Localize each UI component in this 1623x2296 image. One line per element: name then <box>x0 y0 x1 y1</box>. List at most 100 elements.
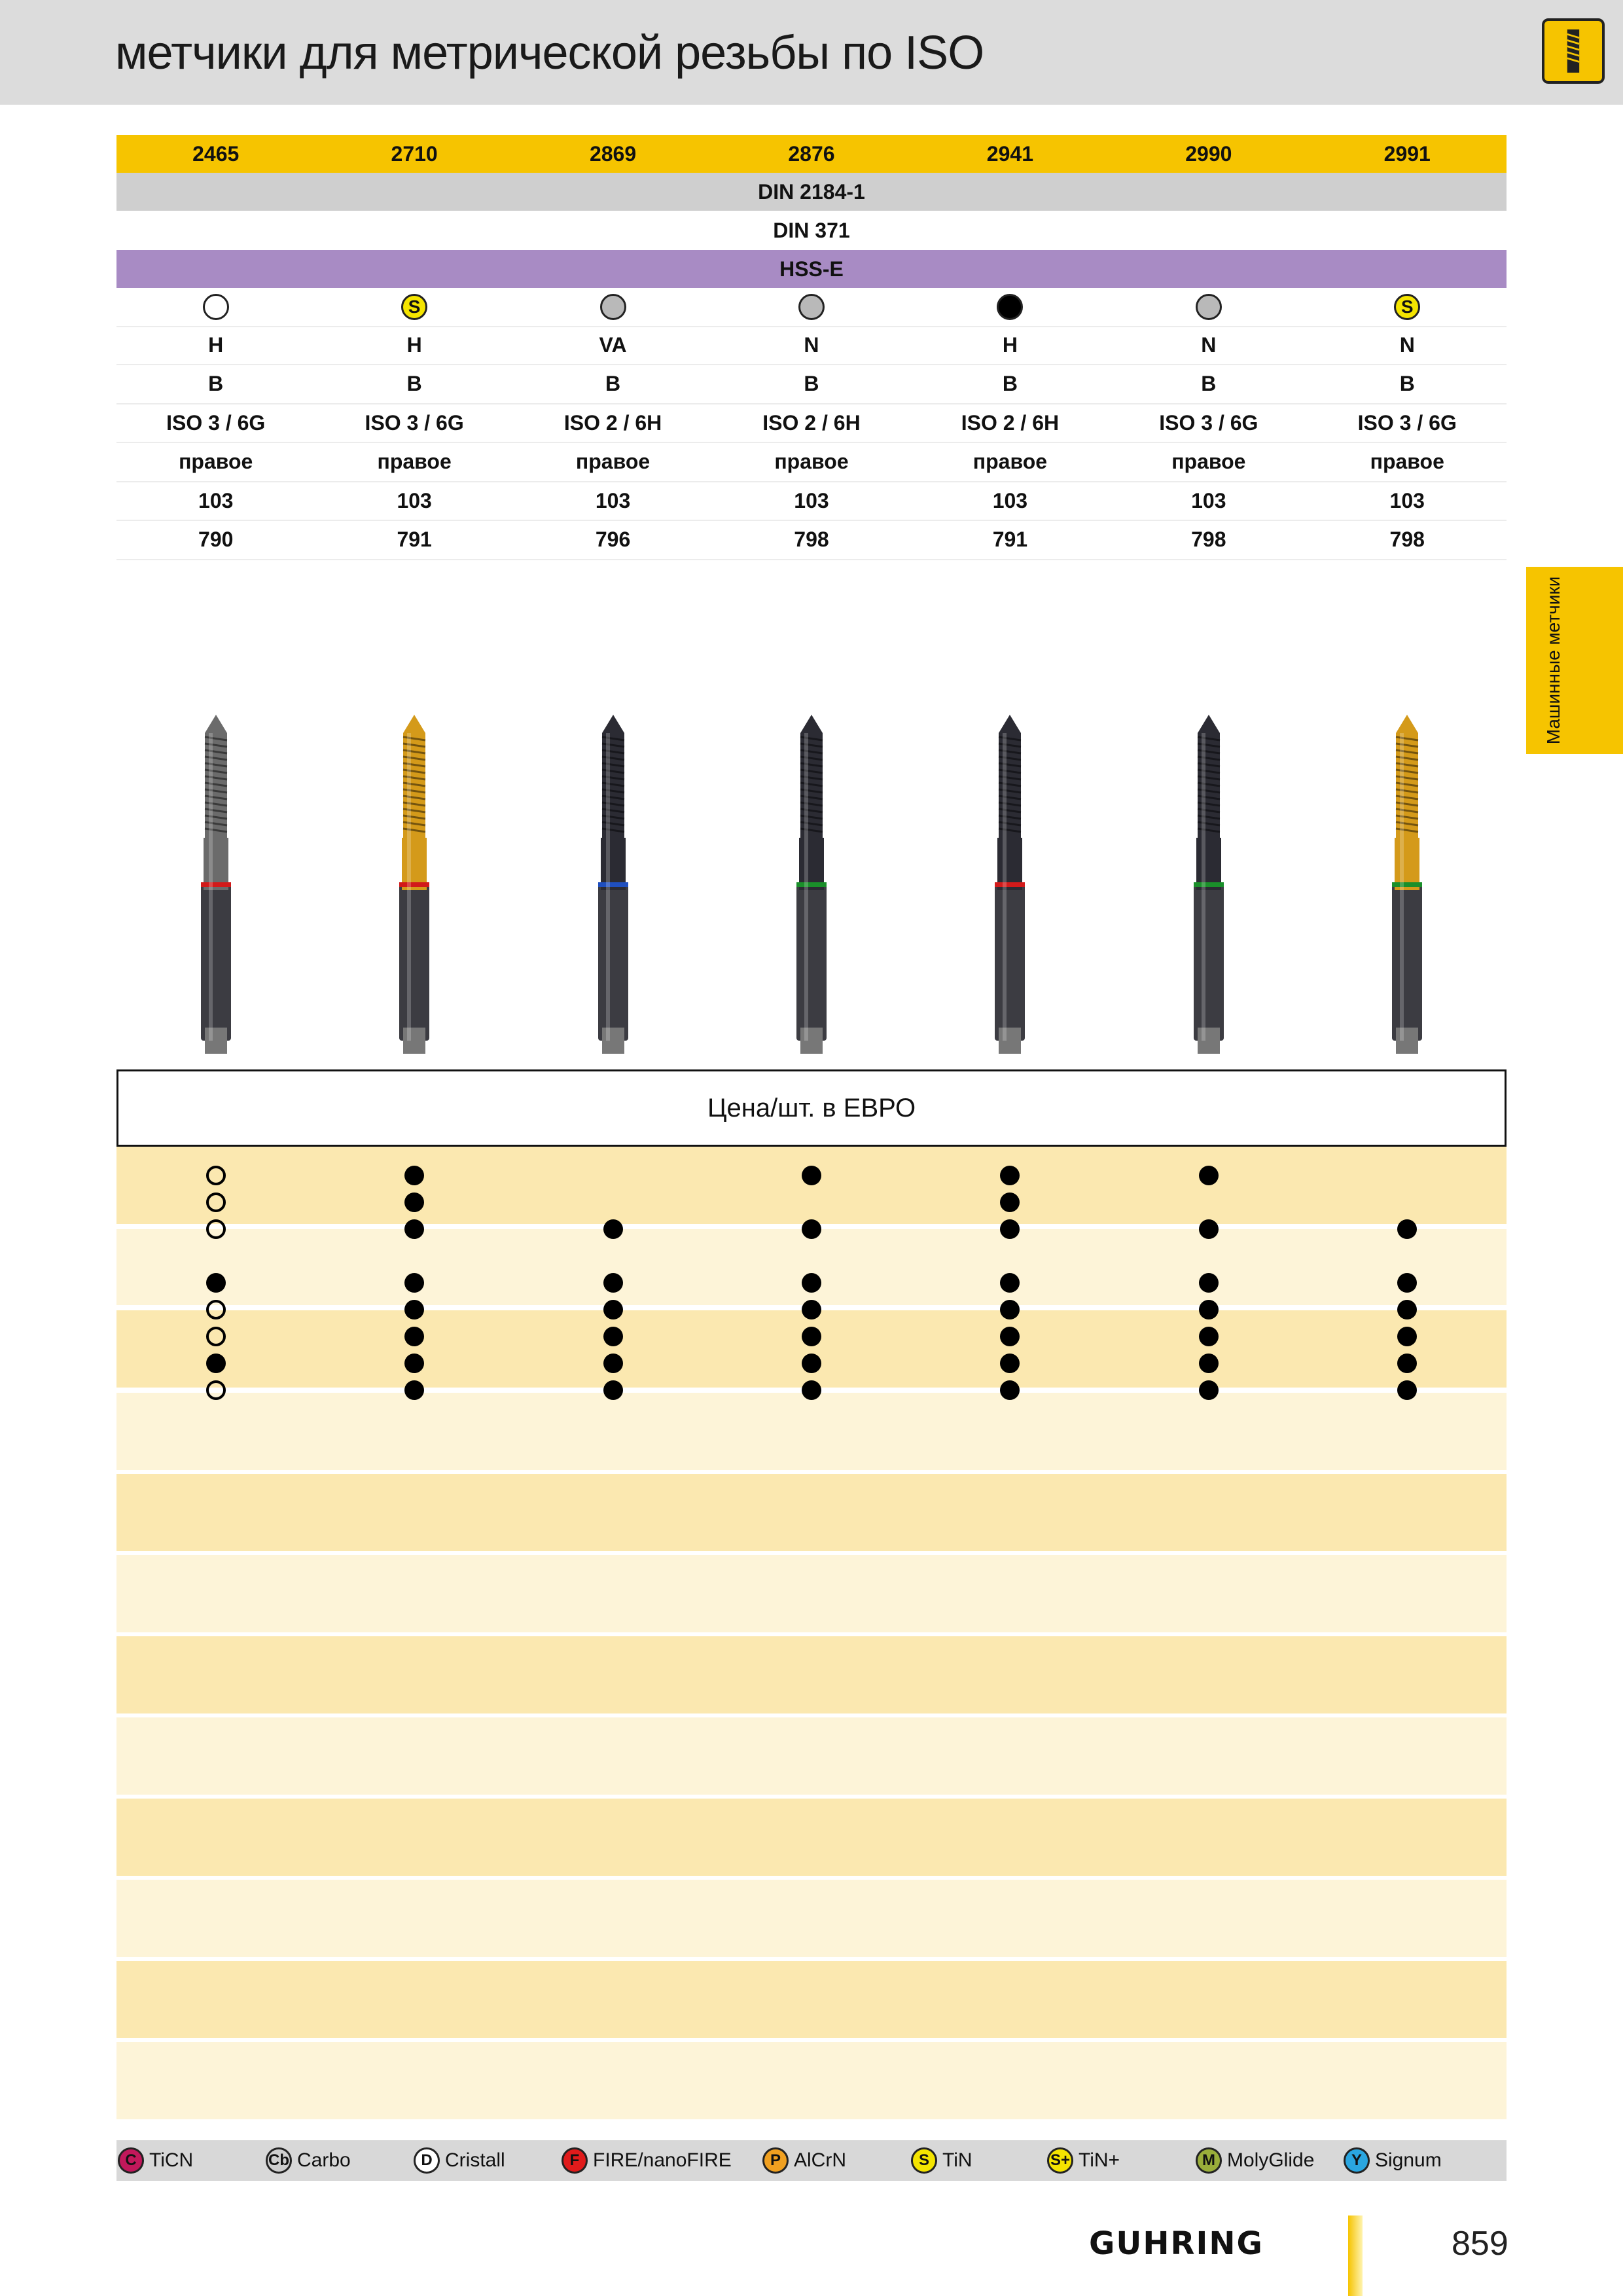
size-band <box>116 1636 1507 1713</box>
spec-cell: B <box>605 372 621 395</box>
spec-cell: 103 <box>794 488 829 512</box>
filled-dot-icon <box>1198 1273 1219 1293</box>
availability-cell <box>116 1273 315 1293</box>
spec-cell: правое <box>179 450 253 473</box>
spec-cell: VA <box>599 332 627 357</box>
size-band <box>116 1961 1507 2038</box>
filled-dot-icon <box>1397 1327 1418 1346</box>
filled-dot-icon <box>205 1273 226 1293</box>
spec-cell: B <box>406 372 422 395</box>
availability-cell <box>514 1300 712 1319</box>
coating-cell <box>1109 294 1308 321</box>
filled-dot-icon <box>1000 1354 1020 1373</box>
spec-cell: 798 <box>1389 528 1425 551</box>
spec-cell: ISO 3 / 6G <box>365 410 464 435</box>
tap-tool-image <box>315 707 513 1060</box>
filled-dot-icon <box>603 1380 623 1400</box>
filled-dot-icon <box>801 1380 821 1400</box>
open-dot-icon <box>205 1380 226 1400</box>
spec-cell: 790 <box>198 528 234 551</box>
material-row: HSS-E <box>116 250 1507 288</box>
coating-cell: S <box>315 294 513 321</box>
filled-dot-icon <box>1000 1300 1020 1319</box>
filled-dot-icon <box>1198 1380 1219 1400</box>
spec-cell: 798 <box>794 528 829 551</box>
article-number: 2990 <box>1185 141 1232 166</box>
size-band <box>116 1393 1507 1470</box>
open-dot-icon <box>205 1193 226 1212</box>
page-title: метчики для метрической резьбы по ISO <box>115 27 984 79</box>
coating-symbol-icon <box>997 294 1024 321</box>
filled-dot-icon <box>801 1166 821 1185</box>
filled-dot-icon <box>801 1354 821 1373</box>
coating-badge-icon: S+ <box>1047 2147 1073 2174</box>
legend-label: Signum <box>1375 2149 1442 2171</box>
availability-cell <box>315 1219 513 1239</box>
spec-cell: ISO 2 / 6H <box>563 410 662 435</box>
spec-cell: N <box>804 332 819 357</box>
availability-cell <box>1109 1166 1308 1185</box>
filled-dot-icon <box>404 1327 425 1346</box>
coating-badge-icon: C <box>118 2147 144 2174</box>
availability-row <box>116 1189 1507 1215</box>
availability-cell <box>315 1166 513 1185</box>
availability-cell <box>1109 1380 1308 1400</box>
tap-tool-image <box>712 707 910 1060</box>
availability-cell <box>116 1300 315 1319</box>
availability-row <box>116 1323 1507 1350</box>
availability-cell <box>514 1354 712 1373</box>
filled-dot-icon <box>603 1327 623 1346</box>
spec-cell: правое <box>1370 450 1444 473</box>
standard-row-2: DIN 371 <box>116 211 1507 250</box>
open-dot-icon <box>205 1166 226 1185</box>
filled-dot-icon <box>404 1193 425 1212</box>
availability-cell <box>1308 1273 1507 1293</box>
availability-cell <box>712 1300 910 1319</box>
spec-cell: 798 <box>1191 528 1226 551</box>
legend-label: AlCrN <box>794 2149 846 2171</box>
legend-label: FIRE/nanoFIRE <box>593 2149 732 2171</box>
availability-cell <box>315 1300 513 1319</box>
legend-label: Carbo <box>297 2149 351 2171</box>
spec-cell: B <box>1399 372 1415 395</box>
filled-dot-icon <box>801 1219 821 1239</box>
availability-cell <box>911 1354 1109 1373</box>
spec-cell: 103 <box>198 488 234 512</box>
availability-cell <box>1109 1273 1308 1293</box>
coating-cell <box>514 294 712 321</box>
side-tab[interactable] <box>1526 567 1623 754</box>
spec-cell: ISO 3 / 6G <box>1159 410 1258 435</box>
availability-cell <box>712 1166 910 1185</box>
article-row: 2465 2710 2869 2876 2941 2990 2991 <box>116 135 1507 173</box>
size-band <box>116 1799 1507 1876</box>
availability-cell <box>1308 1327 1507 1346</box>
size-band <box>116 1555 1507 1632</box>
spec-cell: 791 <box>992 528 1028 551</box>
open-dot-icon <box>205 1327 226 1346</box>
filled-dot-icon <box>1397 1273 1418 1293</box>
filled-dot-icon <box>404 1354 425 1373</box>
page-number: 859 <box>1452 2225 1508 2263</box>
filled-dot-icon <box>404 1300 425 1319</box>
filled-dot-icon <box>801 1273 821 1293</box>
tool-images <box>116 707 1507 1060</box>
coating-symbol-icon <box>798 294 825 321</box>
coating-badge-icon: Y <box>1344 2147 1370 2174</box>
brand-logo: GUHRING <box>1089 2225 1264 2262</box>
spec-cell: 103 <box>992 488 1028 512</box>
filled-dot-icon <box>801 1300 821 1319</box>
availability-cell <box>116 1354 315 1373</box>
availability-cell <box>116 1166 315 1185</box>
availability-cell <box>712 1273 910 1293</box>
spec-cell: 103 <box>1191 488 1226 512</box>
size-band <box>116 1310 1507 1388</box>
legend-label: TiCN <box>149 2149 194 2171</box>
availability-cell <box>315 1354 513 1373</box>
availability-cell <box>1109 1354 1308 1373</box>
availability-cell <box>514 1380 712 1400</box>
